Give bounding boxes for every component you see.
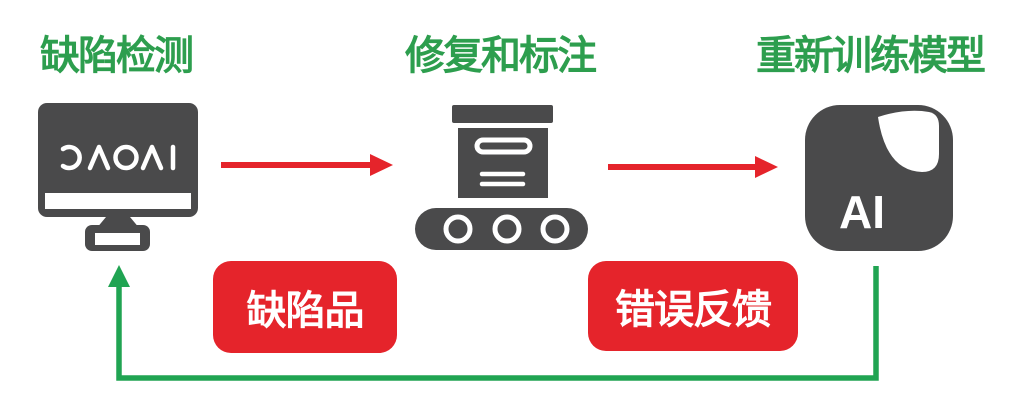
stage-title-repair-annotation: 修复和标注 xyxy=(405,34,597,78)
badge-error-feedback: 错误反馈 xyxy=(588,261,798,351)
daoai-logo xyxy=(60,144,176,171)
leaf-cutout xyxy=(878,110,939,172)
box xyxy=(452,105,553,198)
badge-defective-product: 缺陷品 xyxy=(213,261,397,353)
belt xyxy=(415,208,588,250)
box-lines xyxy=(479,171,526,187)
stage-title-defect-detection: 缺陷检测 xyxy=(40,34,194,78)
stage-title-retrain-model: 重新训练模型 xyxy=(756,34,986,78)
ai-icon-label: AI xyxy=(839,186,885,238)
ai-model-icon: AI xyxy=(805,105,953,251)
monitor-screen-bar xyxy=(45,193,191,209)
arrow-detection-to-repair xyxy=(221,154,393,176)
conveyor-belt-icon xyxy=(415,105,588,250)
feedback-loop-arrow xyxy=(108,265,879,381)
box-label-slot xyxy=(474,137,533,155)
monitor-stand xyxy=(85,217,150,251)
monitor-daoai-icon xyxy=(38,103,198,251)
arrow-repair-to-retrain xyxy=(608,156,778,178)
